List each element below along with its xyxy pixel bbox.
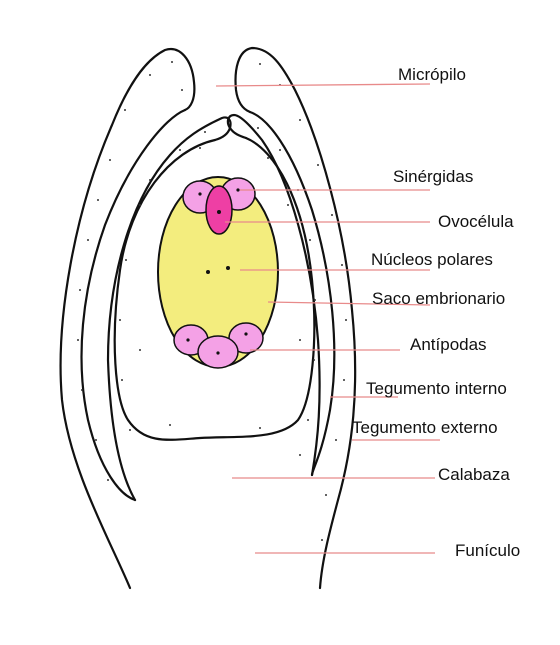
outer-integument-right-outline xyxy=(234,46,357,590)
synergid-left-nucleus xyxy=(198,192,202,196)
label-synergids: Sinérgidas xyxy=(393,167,473,186)
leader-embryo-sac xyxy=(267,301,431,306)
label-inner-integument: Tegumento interno xyxy=(366,379,507,398)
label-chalaza: Calabaza xyxy=(438,465,510,484)
outer-integument-left-outline xyxy=(59,47,196,590)
leader-micropyle xyxy=(215,83,431,87)
antipodal-right-nucleus xyxy=(244,332,248,336)
label-micropyle: Micrópilo xyxy=(398,65,466,84)
polar-nucleus-left xyxy=(206,270,210,274)
label-outer-integument: Tegumento externo xyxy=(352,418,498,437)
label-polar-nuclei: Núcleos polares xyxy=(371,250,493,269)
nucellus-outline xyxy=(113,136,316,441)
integument-stipple xyxy=(77,61,347,541)
label-antipodals: Antípodas xyxy=(410,335,487,354)
antipodal-center-nucleus xyxy=(216,351,220,355)
antipodal-left-nucleus xyxy=(186,338,190,342)
label-funiculus: Funículo xyxy=(455,541,520,560)
outer-integument-inner-right xyxy=(248,110,336,477)
leader-lines xyxy=(215,83,440,554)
inner-integument-right xyxy=(226,113,321,477)
outer-integument-inner-left xyxy=(80,108,187,502)
synergid-right-nucleus xyxy=(236,188,240,192)
label-egg-cell: Ovocélula xyxy=(438,212,514,231)
label-embryo-sac: Saco embrionario xyxy=(372,289,505,308)
egg-cell-nucleus xyxy=(217,210,221,214)
polar-nucleus-right xyxy=(226,266,230,270)
